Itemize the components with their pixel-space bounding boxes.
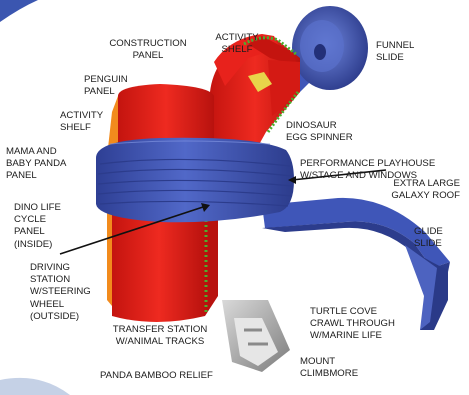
label-penguin-panel: PENGUIN PANEL [84, 74, 128, 98]
label-funnel-slide: FUNNEL SLIDE [376, 40, 414, 64]
corner-decoration-bottom [0, 378, 70, 395]
label-activity-shelf-left: ACTIVITY SHELF [60, 110, 103, 134]
corner-decoration-top [0, 0, 38, 22]
label-extra-large-galaxy-roof: EXTRA LARGE GALAXY ROOF [372, 178, 460, 202]
label-mama-baby-panda-panel: MAMA AND BABY PANDA PANEL [6, 146, 66, 183]
label-mount-climbmore: MOUNT CLIMBMORE [300, 356, 358, 380]
label-panda-bamboo-relief: PANDA BAMBOO RELIEF [100, 370, 213, 382]
mount-climbmore-shape [222, 300, 290, 372]
label-turtle-cove: TURTLE COVE CRAWL THROUGH W/MARINE LIFE [310, 306, 395, 343]
label-driving-station: DRIVING STATION W/STEERING WHEEL (OUTSID… [30, 262, 91, 323]
label-transfer-station: TRANSFER STATION W/ANIMAL TRACKS [96, 324, 224, 348]
label-construction-panel: CONSTRUCTION PANEL [103, 38, 193, 62]
label-glide-slide: GLIDE SLIDE [414, 226, 443, 250]
label-activity-shelf-top: ACTIVITY SHELF [208, 32, 266, 56]
label-dino-life-cycle-panel: DINO LIFE CYCLE PANEL (INSIDE) [14, 202, 61, 251]
label-dinosaur-egg-spinner: DINOSAUR EGG SPINNER [286, 120, 353, 144]
